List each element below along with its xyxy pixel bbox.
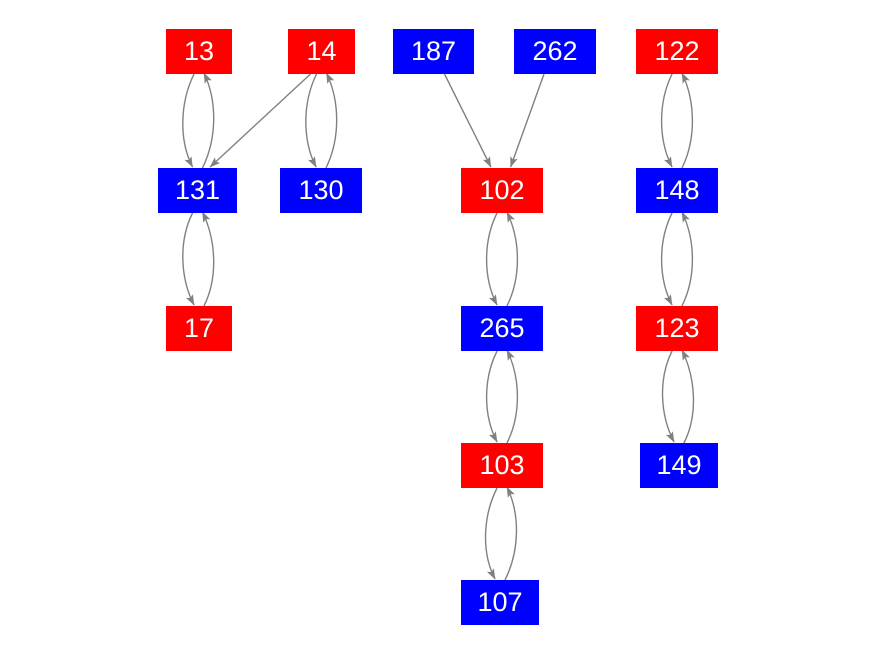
graph-node-label: 122 <box>654 36 700 66</box>
graph-edge-122-to-148 <box>660 73 673 168</box>
edges-group <box>182 72 695 581</box>
graph-node-103[interactable]: 103 <box>461 443 543 488</box>
graph-edge-262-to-102 <box>509 73 545 168</box>
graph-edge-17-to-131 <box>201 211 215 307</box>
graph-node-label: 130 <box>298 175 344 205</box>
graph-edge-130-to-14 <box>325 72 338 169</box>
graph-edge-107-to-103 <box>504 486 518 581</box>
graph-node-label: 262 <box>532 36 578 66</box>
graph-node-262[interactable]: 262 <box>514 29 596 74</box>
graph-node-label: 14 <box>306 36 337 66</box>
graph-edge-103-to-265 <box>506 349 519 444</box>
graph-node-label: 123 <box>654 313 700 343</box>
graph-node-102[interactable]: 102 <box>461 168 543 213</box>
graph-node-label: 131 <box>174 175 221 205</box>
graph-edge-14-to-131 <box>209 73 311 168</box>
graph-edge-131-to-13 <box>201 72 215 169</box>
graph-node-label: 149 <box>656 450 702 480</box>
graph-edge-265-to-103 <box>485 350 498 443</box>
graph-node-123[interactable]: 123 <box>636 306 718 351</box>
graph-node-187[interactable]: 187 <box>393 29 474 74</box>
graph-node-265[interactable]: 265 <box>461 306 543 351</box>
graph-node-13[interactable]: 13 <box>166 29 232 74</box>
graph-node-131[interactable]: 131 <box>158 168 237 213</box>
graph-edge-102-to-265 <box>485 212 498 306</box>
graph-edge-187-to-102 <box>443 73 492 168</box>
graph-node-148[interactable]: 148 <box>636 168 718 213</box>
graph-node-107[interactable]: 107 <box>461 580 539 625</box>
graph-edge-148-to-123 <box>660 212 673 306</box>
graph-edge-123-to-149 <box>661 350 675 443</box>
graph-node-label: 148 <box>654 175 700 205</box>
graph-node-label: 187 <box>410 36 457 66</box>
graph-node-label: 17 <box>183 313 215 343</box>
graph-edge-148-to-122 <box>681 72 694 169</box>
graph-node-17[interactable]: 17 <box>166 306 232 351</box>
graph-node-label: 107 <box>477 587 523 617</box>
graph-edge-265-to-102 <box>506 211 519 307</box>
graph-edge-123-to-148 <box>681 211 694 307</box>
graph-node-130[interactable]: 130 <box>280 168 362 213</box>
graph-edge-14-to-130 <box>305 73 318 168</box>
graph-edge-13-to-131 <box>182 73 195 168</box>
graph-node-label: 103 <box>479 450 525 480</box>
graph-node-label: 13 <box>183 36 215 66</box>
graph-node-label: 102 <box>479 175 525 205</box>
graph-node-122[interactable]: 122 <box>636 29 718 74</box>
graph-node-label: 265 <box>479 313 525 343</box>
graph-node-14[interactable]: 14 <box>288 29 355 74</box>
graph-node-149[interactable]: 149 <box>640 443 718 488</box>
graph-edge-103-to-107 <box>484 487 498 580</box>
graph-edge-149-to-123 <box>681 349 695 444</box>
graph-edge-131-to-17 <box>182 212 195 306</box>
